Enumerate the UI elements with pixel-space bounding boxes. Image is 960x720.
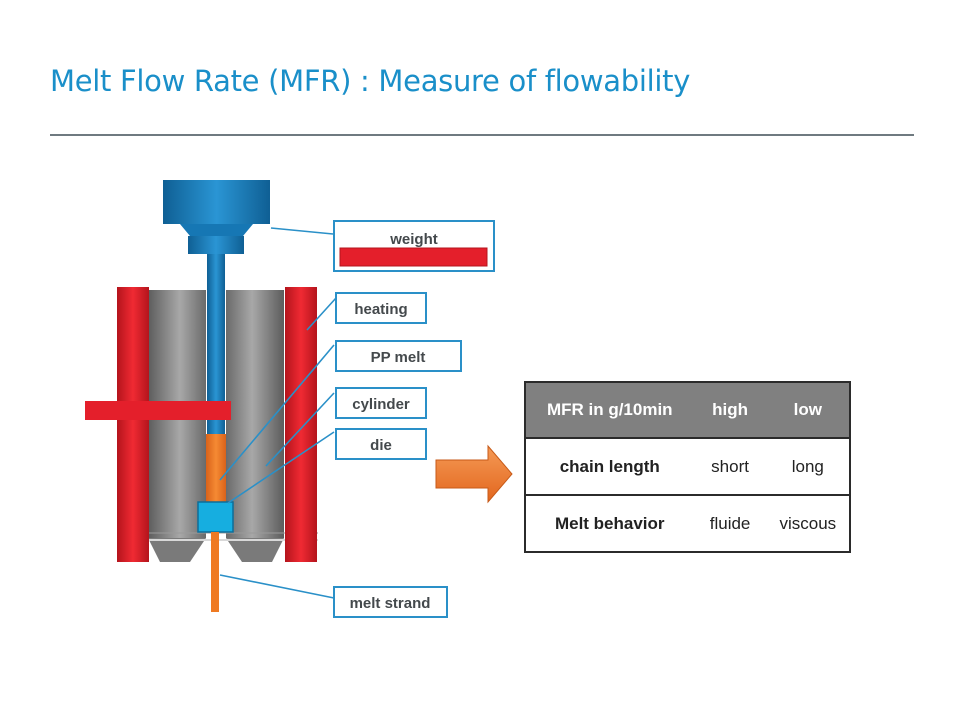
table-row: chain length short long (524, 437, 852, 496)
weight-bar (339, 247, 488, 267)
table-header-cell: low (766, 381, 852, 439)
label-weight: weight (333, 220, 495, 272)
label-pp-melt: PP melt (335, 340, 462, 372)
svg-text:cylinder: cylinder (352, 396, 410, 413)
right-arrow-icon (435, 444, 513, 504)
table-cell: Melt behavior (524, 494, 694, 553)
table-cell: viscous (766, 494, 852, 553)
table-header-cell: MFR in g/10min (524, 381, 694, 439)
svg-text:melt strand: melt strand (350, 595, 431, 612)
table-cell: short (693, 437, 767, 496)
mfr-comparison-table: MFR in g/10min high low chain length sho… (524, 381, 852, 553)
slide-title: Melt Flow Rate (MFR) : Measure of flowab… (50, 64, 691, 98)
label-melt-strand: melt strand (333, 586, 448, 618)
cylinder-base-left (148, 538, 206, 562)
cylinder-right (226, 290, 284, 538)
table-cell: chain length (524, 437, 694, 496)
heater-right (285, 287, 317, 562)
svg-text:die: die (370, 437, 392, 454)
pp-melt (206, 434, 226, 502)
table-header-cell: high (693, 381, 767, 439)
table-header-row: MFR in g/10min high low (524, 381, 852, 439)
temperature-probe (85, 401, 231, 420)
label-cylinder: cylinder (335, 387, 427, 419)
leader-lines (219, 227, 337, 599)
label-heating: heating (335, 292, 427, 324)
heater-left (117, 287, 149, 562)
piston-rod (207, 254, 225, 434)
table-cell: fluide (693, 494, 767, 553)
title-divider (50, 134, 914, 136)
svg-text:weight: weight (389, 231, 438, 248)
svg-text:PP melt: PP melt (371, 349, 426, 366)
label-die: die (335, 428, 427, 460)
melt-strand (211, 532, 219, 612)
weight-block (163, 180, 270, 254)
svg-text:heating: heating (354, 301, 407, 318)
die (197, 501, 234, 533)
table-row: Melt behavior fluide viscous (524, 494, 852, 553)
table-cell: long (766, 437, 852, 496)
cylinder-base-right (226, 538, 284, 562)
